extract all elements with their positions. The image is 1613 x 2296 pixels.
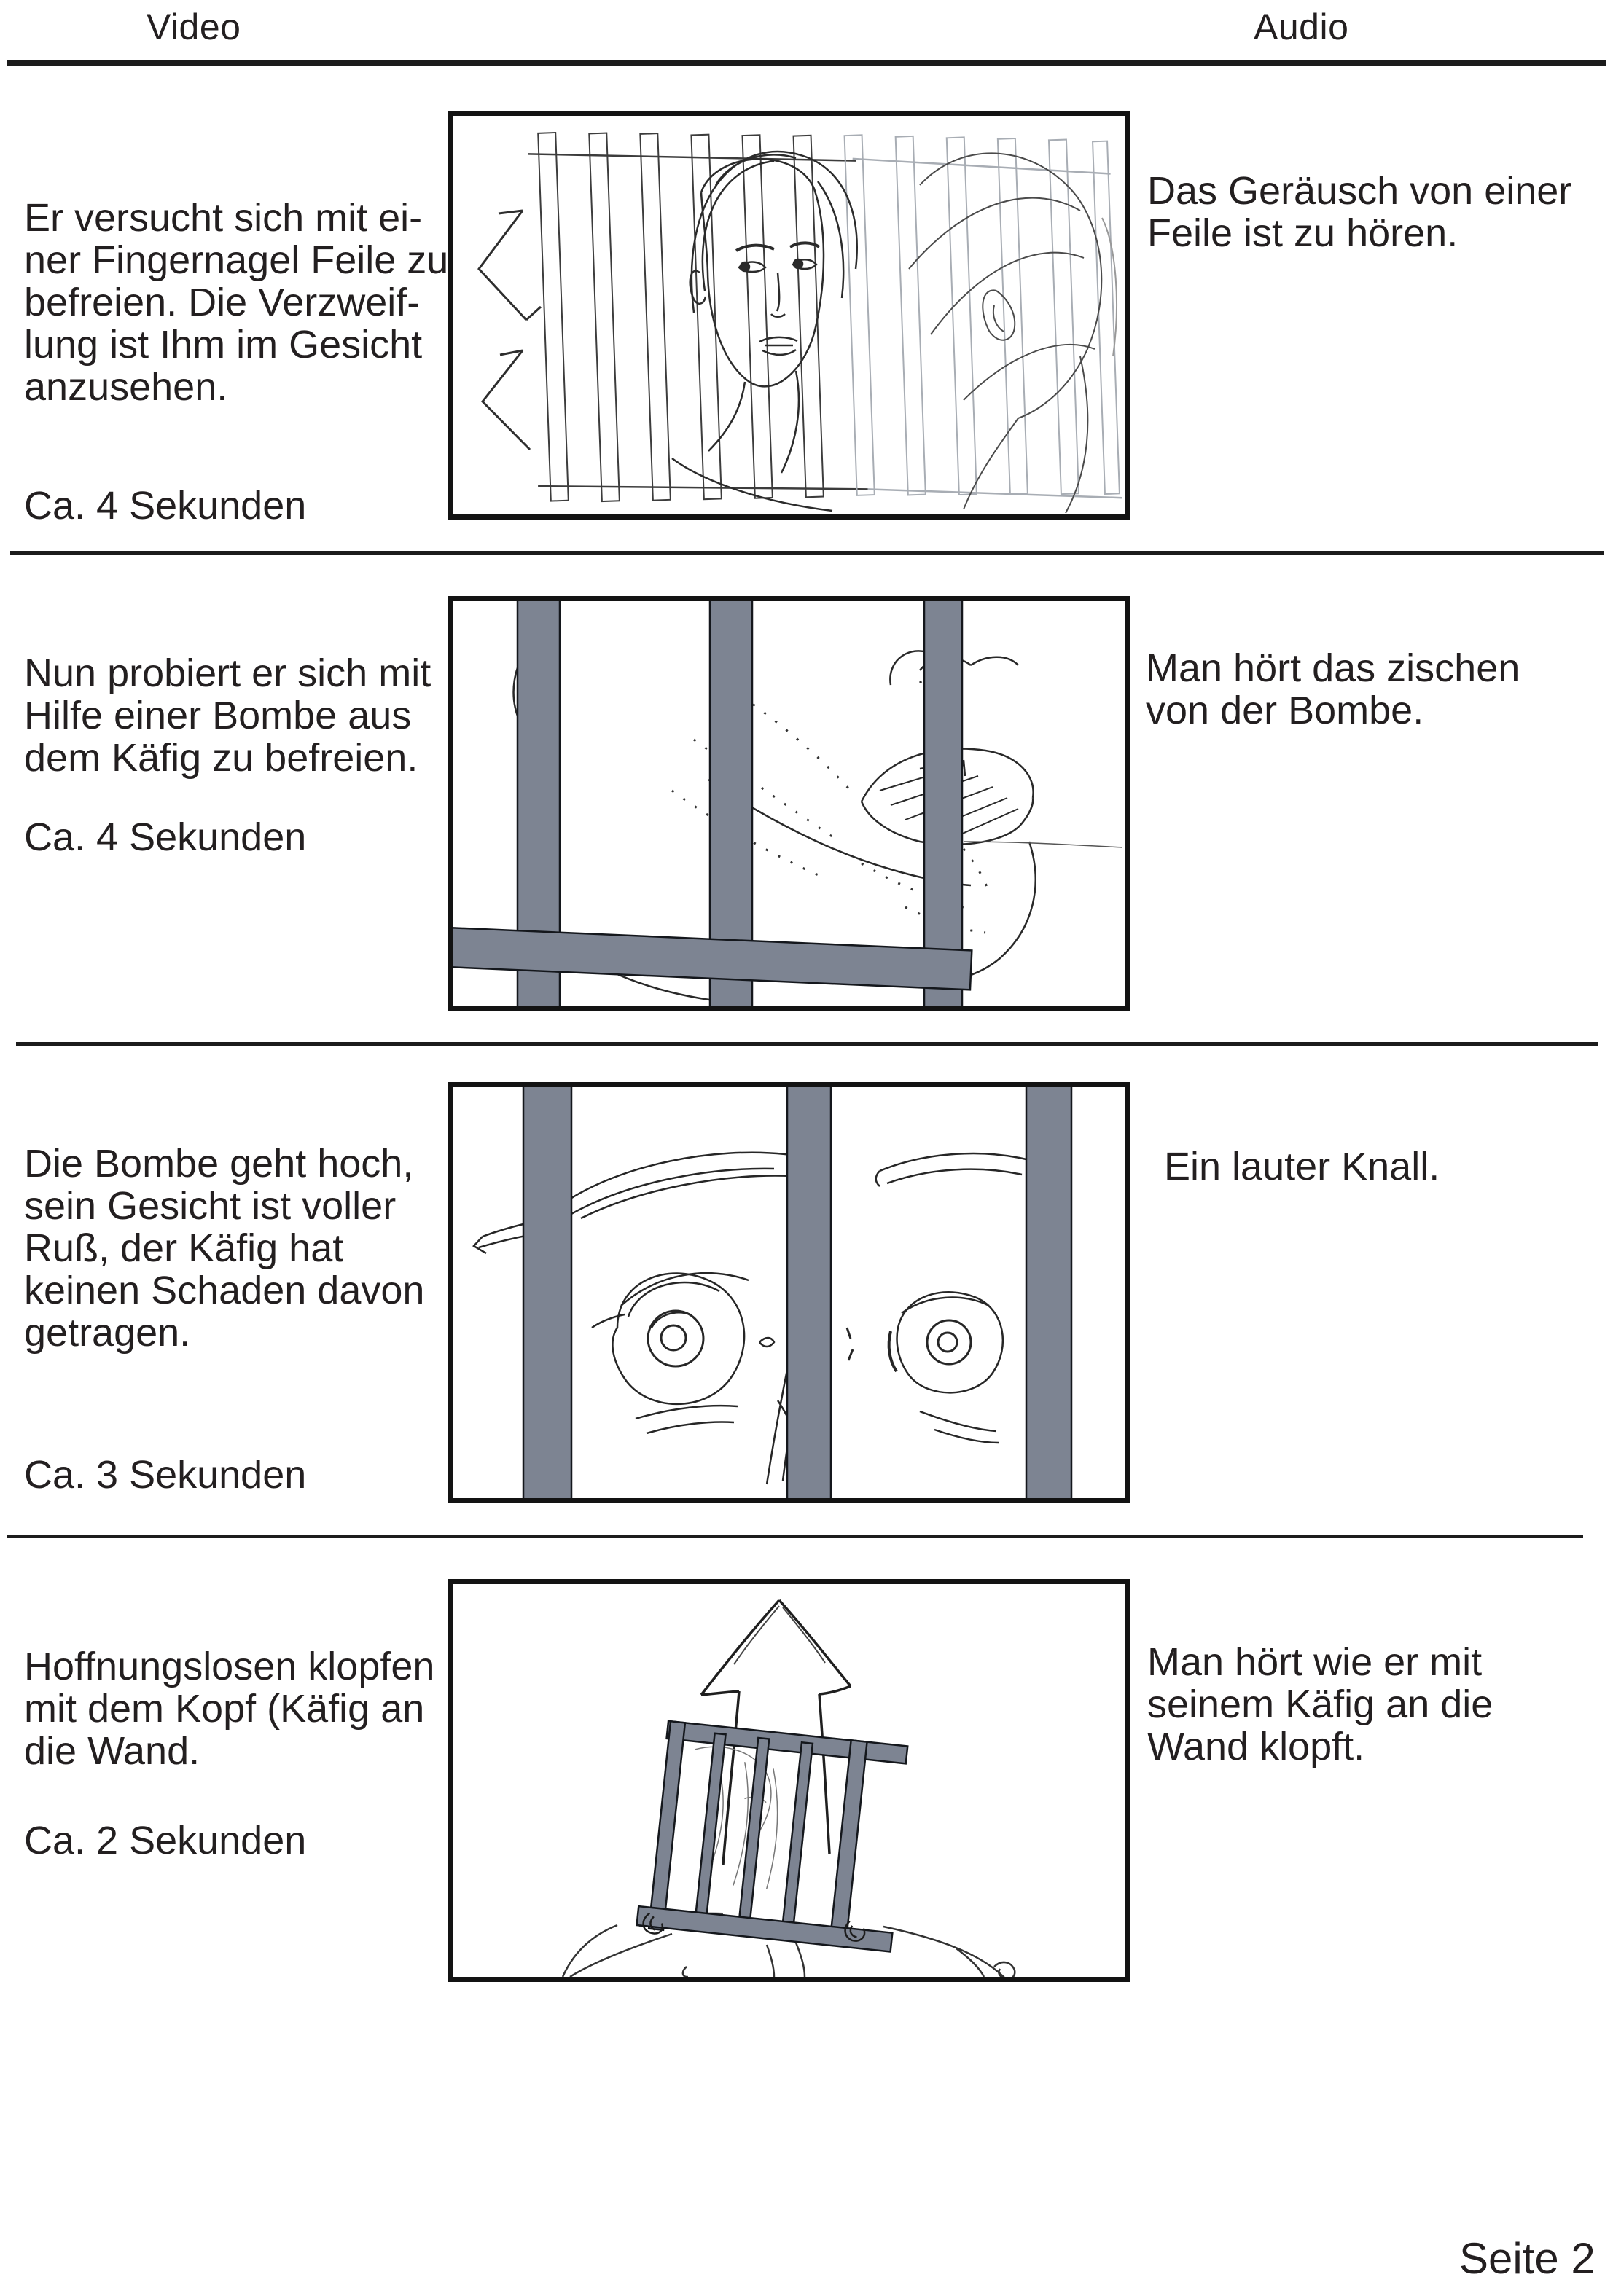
scene-description: Die Bombe geht hoch, sein Gesicht ist vo… bbox=[24, 1142, 425, 1355]
scene-duration: Ca. 2 Sekunden bbox=[24, 1819, 307, 1862]
row-divider bbox=[10, 551, 1604, 555]
row-divider bbox=[7, 1535, 1583, 1538]
storyboard-frame bbox=[448, 1082, 1130, 1503]
page-number: Seite 2 bbox=[1459, 2234, 1596, 2283]
two-faces-behind-cage-bars-sketch bbox=[477, 131, 1122, 514]
audio-column-header: Audio bbox=[1254, 7, 1349, 47]
scene-duration: Ca. 3 Sekunden bbox=[24, 1453, 307, 1497]
video-column-header: Video bbox=[147, 7, 241, 47]
row-divider bbox=[16, 1042, 1598, 1046]
mouth-with-stubble-behind-bars-sketch bbox=[453, 601, 1123, 1006]
storyboard-frame bbox=[448, 111, 1130, 520]
wide-eyes-behind-bars-sketch bbox=[472, 1087, 1073, 1498]
scene-description: Nun probiert er sich mit Hilfe einer Bom… bbox=[24, 651, 431, 780]
storyboard-frame bbox=[448, 1579, 1130, 1982]
scene-duration: Ca. 4 Sekunden bbox=[24, 484, 307, 528]
header-divider bbox=[7, 60, 1606, 66]
scene-duration: Ca. 4 Sekunden bbox=[24, 815, 307, 859]
storyboard-frame bbox=[448, 596, 1130, 1011]
audio-description: Das Geräusch von einer Feile ist zu höre… bbox=[1147, 169, 1572, 255]
scene-description: Hoffnungslosen klopfen mit dem Kopf (Käf… bbox=[24, 1645, 435, 1773]
scene-description: Er versucht sich mit ei- ner Fingernagel… bbox=[24, 196, 449, 409]
audio-description: Man hört das zischen von der Bombe. bbox=[1146, 646, 1520, 732]
audio-description: Man hört wie er mit seinem Käfig an die … bbox=[1147, 1640, 1493, 1768]
audio-description: Ein lauter Knall. bbox=[1164, 1145, 1440, 1188]
figure-with-cage-head-arrow-up-sketch bbox=[561, 1599, 1016, 1977]
